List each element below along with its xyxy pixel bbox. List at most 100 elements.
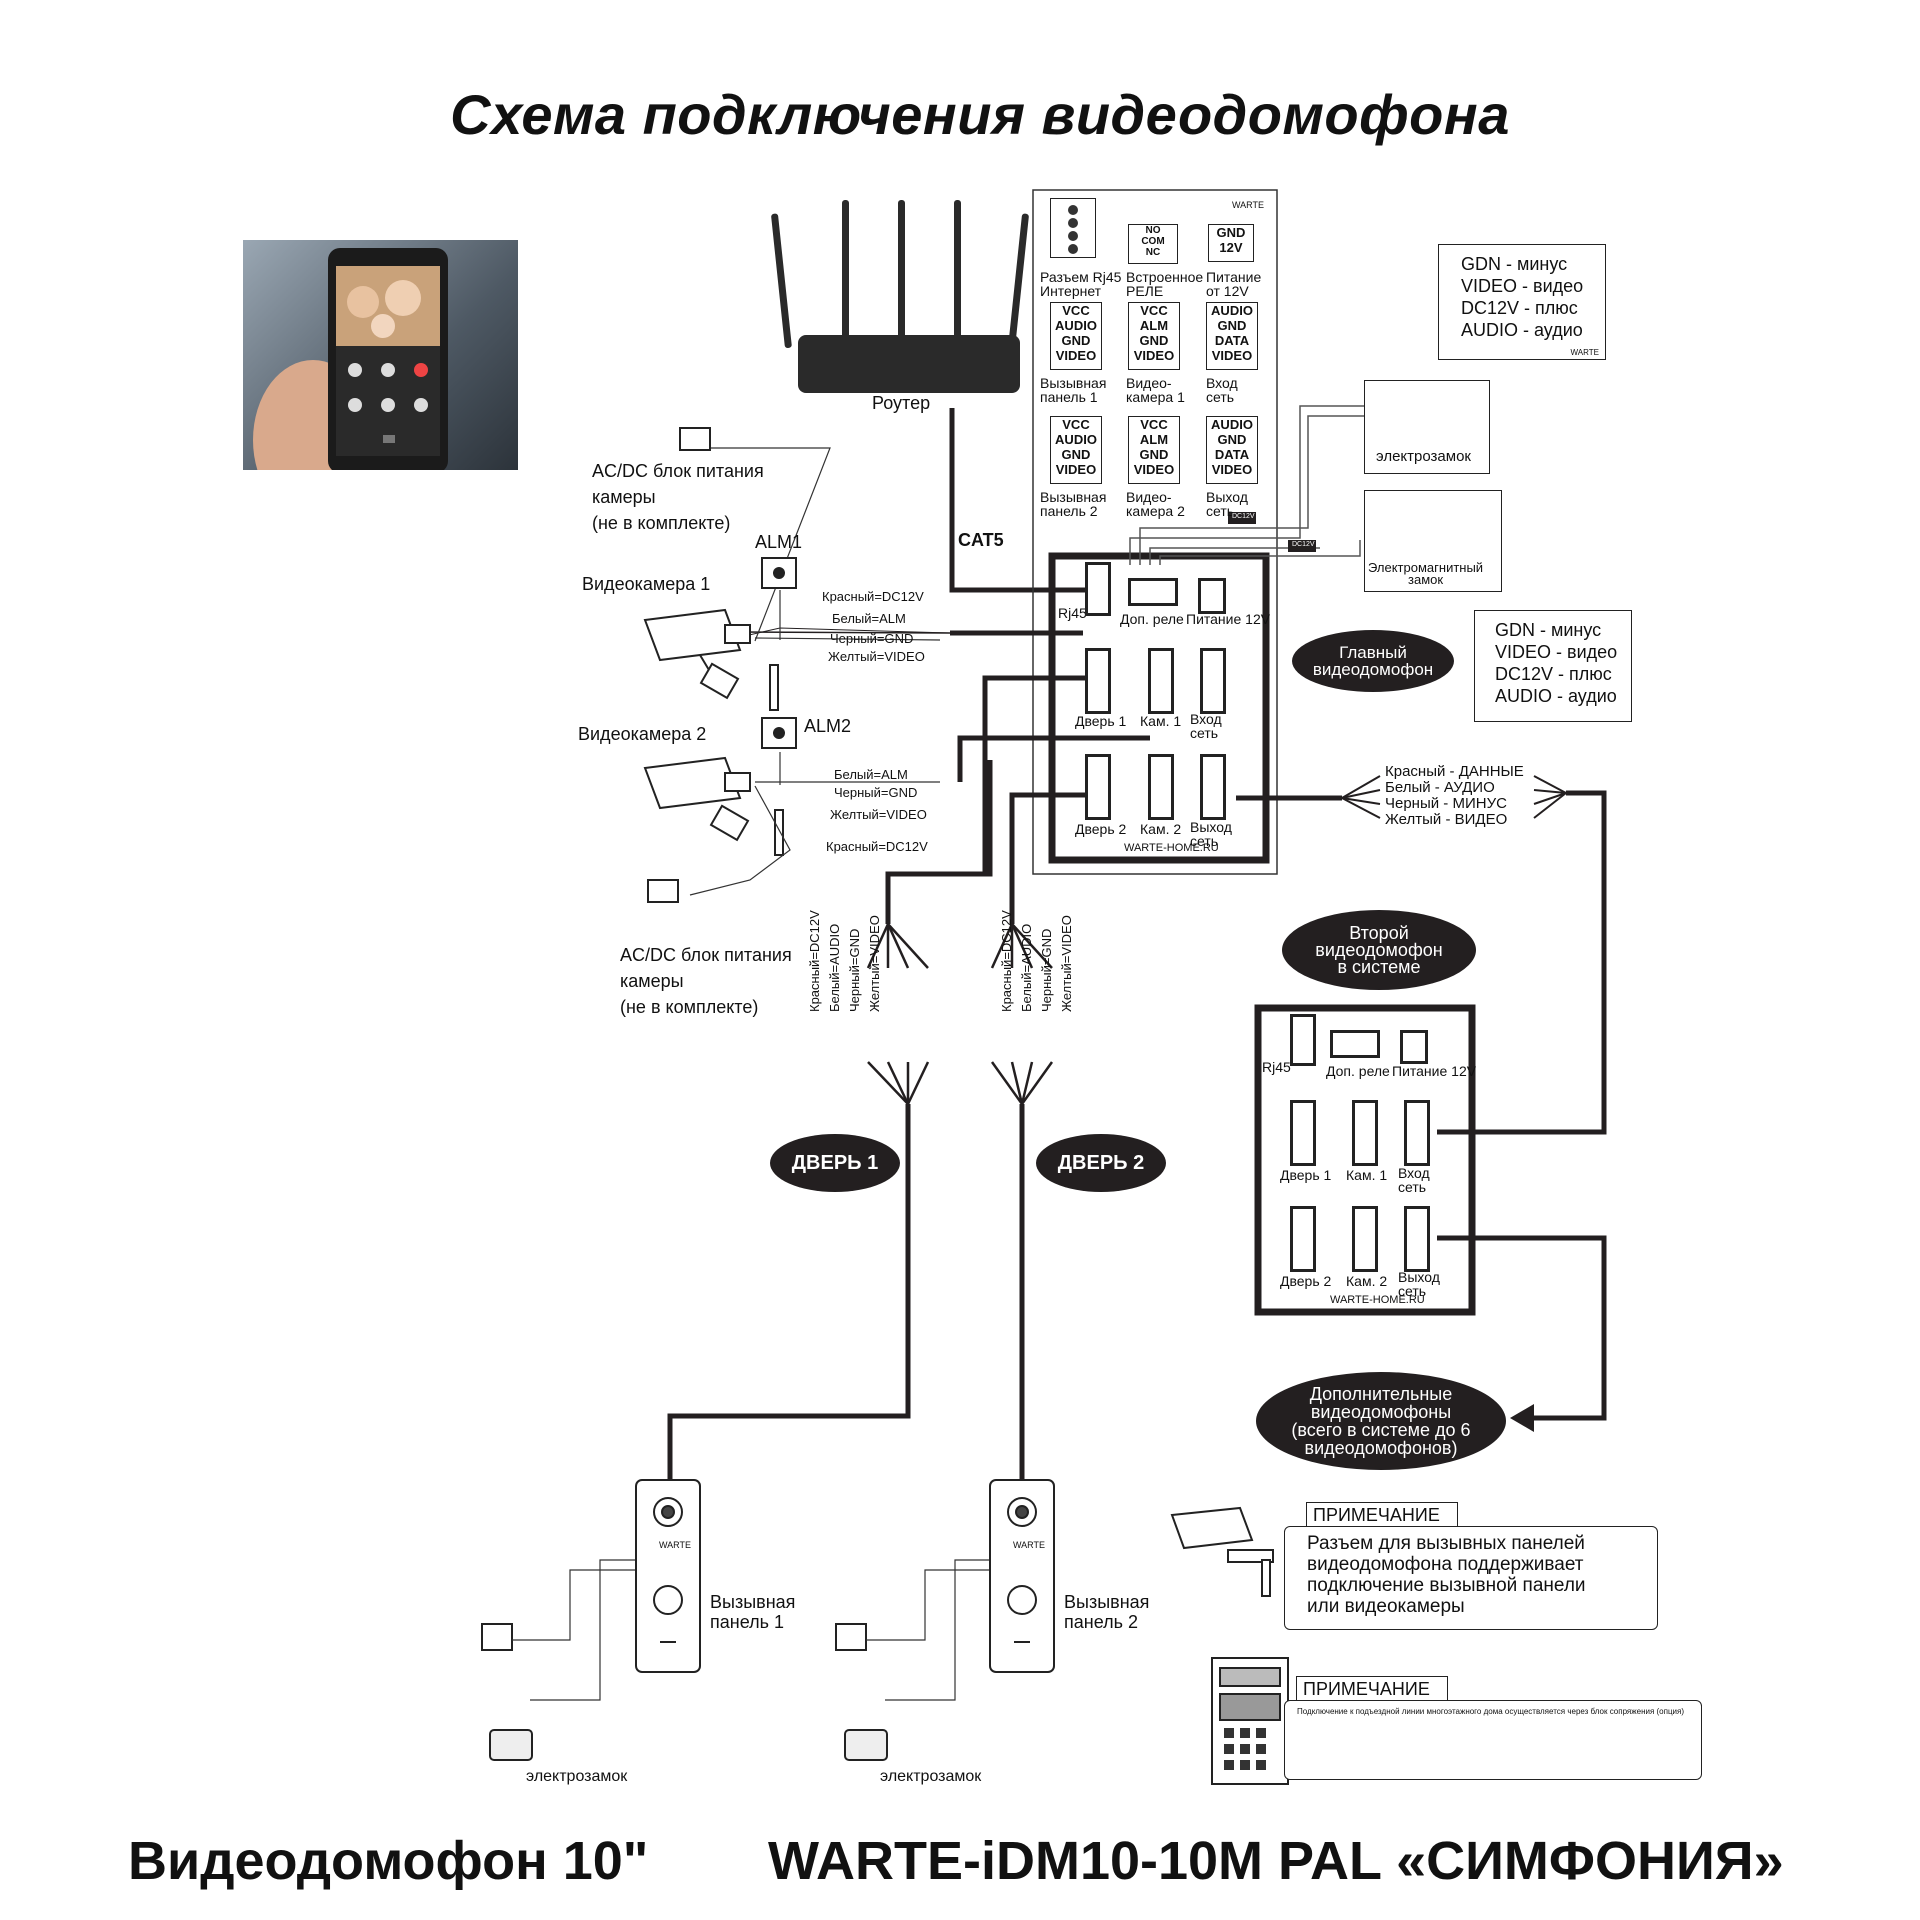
- row1-cam-label: Видео- камера 1: [1126, 375, 1185, 405]
- camera2-label: Видеокамера 2: [578, 724, 707, 744]
- door2-wire-red: Красный=DC12V: [999, 910, 1014, 1012]
- dc12v-tag-2: DC12V: [1292, 541, 1315, 548]
- net-wire-list: Красный - ДАННЫЕ Белый - АУДИО Черный - …: [1385, 763, 1524, 828]
- footer-product-name: WARTE-iDM10-10M PAL «СИМФОНИЯ»: [768, 1831, 1784, 1891]
- psu1-label: AC/DC блок питания камеры (не в комплект…: [592, 461, 764, 533]
- main-door2-connector: [1085, 754, 1111, 820]
- second-port-cam2: Кам. 2: [1346, 1273, 1388, 1289]
- relay-pins: NO COM NC: [1128, 224, 1178, 264]
- second-site: WARTE-HOME.RU: [1330, 1294, 1425, 1306]
- panel1-label: Вызывная панель 1: [710, 1592, 796, 1632]
- note2-text: Подключение к подъездной линии многоэтаж…: [1284, 1700, 1702, 1780]
- panel2-label: Вызывная панель 2: [1064, 1592, 1150, 1632]
- main-door1-connector: [1085, 648, 1111, 714]
- second-port-door2: Дверь 2: [1280, 1273, 1332, 1289]
- maglock-label: Электромагнитный замок: [1368, 560, 1484, 587]
- cam1-wire-black: Черный=GND: [830, 631, 914, 646]
- hand-phone-illustration: [253, 248, 448, 470]
- row2-door-pins: VCC AUDIO GND VIDEO: [1050, 416, 1102, 484]
- main-port-rj45: Rj45: [1058, 605, 1087, 621]
- door1-wire-black: Черный=GND: [847, 928, 862, 1012]
- second-door1-connector: [1290, 1100, 1316, 1166]
- router-label: Роутер: [872, 393, 931, 413]
- cam2-wire-red: Красный=DC12V: [826, 839, 928, 854]
- lock-top-box: [1364, 380, 1490, 474]
- row2-net-pins: AUDIO GND DATA VIDEO: [1206, 416, 1258, 484]
- camera2-icon: [643, 756, 784, 856]
- row2-cam-pins: VCC ALM GND VIDEO: [1128, 416, 1180, 484]
- note2-head: ПРИМЕЧАНИЕ: [1296, 1676, 1448, 1700]
- camera1-label: Видеокамера 1: [582, 574, 711, 594]
- cat5-label: CAT5: [958, 530, 1004, 550]
- power-pins: GND 12V: [1208, 224, 1254, 262]
- call-panel-2: [989, 1479, 1055, 1673]
- power-label: Питание от 12V: [1206, 269, 1262, 299]
- note-camera-icon: [1170, 1506, 1274, 1597]
- second-port-power: Питание 12V: [1392, 1063, 1477, 1079]
- second-rj45-connector: [1290, 1014, 1316, 1066]
- second-port-relay: Доп. реле: [1326, 1063, 1390, 1079]
- legend-middle: GDN - минус VIDEO - видео DC12V - плюс A…: [1474, 610, 1632, 722]
- dc12v-tag-1: DC12V: [1232, 513, 1255, 520]
- page-title: Схема подключения видеодомофона: [450, 83, 1510, 146]
- second-out-connector: [1404, 1206, 1430, 1272]
- row1-net-pins: AUDIO GND DATA VIDEO: [1206, 302, 1258, 370]
- cam2-wire-yellow: Желтый=VIDEO: [830, 807, 927, 822]
- row2-cam-label: Видео- камера 2: [1126, 489, 1185, 519]
- second-port-out: Выход сеть: [1398, 1269, 1440, 1299]
- rj45-label: Разъем Rj45 Интернет: [1040, 269, 1122, 299]
- panel1-lock-label: электрозамок: [526, 1768, 628, 1785]
- legend-top: GDN - минус VIDEO - видео DC12V - плюс A…: [1438, 244, 1606, 360]
- main-rj45-connector: [1085, 562, 1111, 616]
- extra-units-badge: Дополнительные видеодомофоны (всего в си…: [1256, 1372, 1506, 1470]
- main-port-cam1: Кам. 1: [1140, 713, 1182, 729]
- door2-wire-yellow: Желтый=VIDEO: [1059, 915, 1074, 1012]
- second-port-cam1: Кам. 1: [1346, 1167, 1388, 1183]
- main-site: WARTE-HOME.RU: [1124, 842, 1219, 854]
- smartphone-photo: [243, 240, 518, 470]
- maglock-box: [1364, 490, 1502, 592]
- cam2-wire-black: Черный=GND: [834, 785, 918, 800]
- second-in-connector: [1404, 1100, 1430, 1166]
- main-relay-connector: [1128, 578, 1178, 606]
- main-port-cam2: Кам. 2: [1140, 821, 1182, 837]
- note1-head: ПРИМЕЧАНИЕ: [1306, 1502, 1458, 1526]
- cam1-wire-red: Красный=DC12V: [822, 589, 924, 604]
- panel2-brand: WARTE: [1013, 1540, 1046, 1550]
- camera1-icon: [643, 608, 779, 711]
- row1-door-pins: VCC AUDIO GND VIDEO: [1050, 302, 1102, 370]
- back-panel-brand: WARTE: [1232, 200, 1265, 210]
- main-port-in: Вход сеть: [1190, 711, 1222, 741]
- door1-wire-yellow: Желтый=VIDEO: [867, 915, 882, 1012]
- second-door2-connector: [1290, 1206, 1316, 1272]
- panel1-brand: WARTE: [659, 1540, 692, 1550]
- row2-net-label: Выход сеть: [1206, 489, 1248, 519]
- call-panel-1: [635, 1479, 701, 1673]
- door2-wire-white: Белый=AUDIO: [1019, 923, 1034, 1012]
- main-cam1-connector: [1148, 648, 1174, 714]
- second-unit-badge: Второй видеодомофон в системе: [1282, 910, 1476, 990]
- main-port-door2: Дверь 2: [1075, 821, 1127, 837]
- second-port-rj45: Rj45: [1262, 1059, 1291, 1075]
- main-power-connector: [1198, 578, 1226, 614]
- row1-net-label: Вход сеть: [1206, 375, 1238, 405]
- door2-wire-black: Черный=GND: [1039, 928, 1054, 1012]
- cam1-wire-yellow: Желтый=VIDEO: [828, 649, 925, 664]
- second-port-in: Вход сеть: [1398, 1165, 1430, 1195]
- door1-wire-white: Белый=AUDIO: [827, 923, 842, 1012]
- rj45-jack-icon: [1050, 198, 1096, 258]
- psu-icons: [481, 427, 867, 1651]
- alm1-label: ALM1: [755, 532, 803, 552]
- note1-text: Разъем для вызывных панелей видеодомофон…: [1284, 1526, 1658, 1630]
- alm2-label: ALM2: [804, 716, 852, 736]
- second-cam1-connector: [1352, 1100, 1378, 1166]
- second-relay-connector: [1330, 1030, 1380, 1058]
- main-in-connector: [1200, 648, 1226, 714]
- cam1-wire-white: Белый=ALM: [832, 611, 906, 626]
- psu2-label: AC/DC блок питания камеры (не в комплект…: [620, 945, 792, 1017]
- second-power-connector: [1400, 1030, 1428, 1064]
- main-port-power: Питание 12V: [1186, 611, 1271, 627]
- cam2-wire-white: Белый=ALM: [834, 767, 908, 782]
- lock-top-label: электрозамок: [1376, 448, 1471, 465]
